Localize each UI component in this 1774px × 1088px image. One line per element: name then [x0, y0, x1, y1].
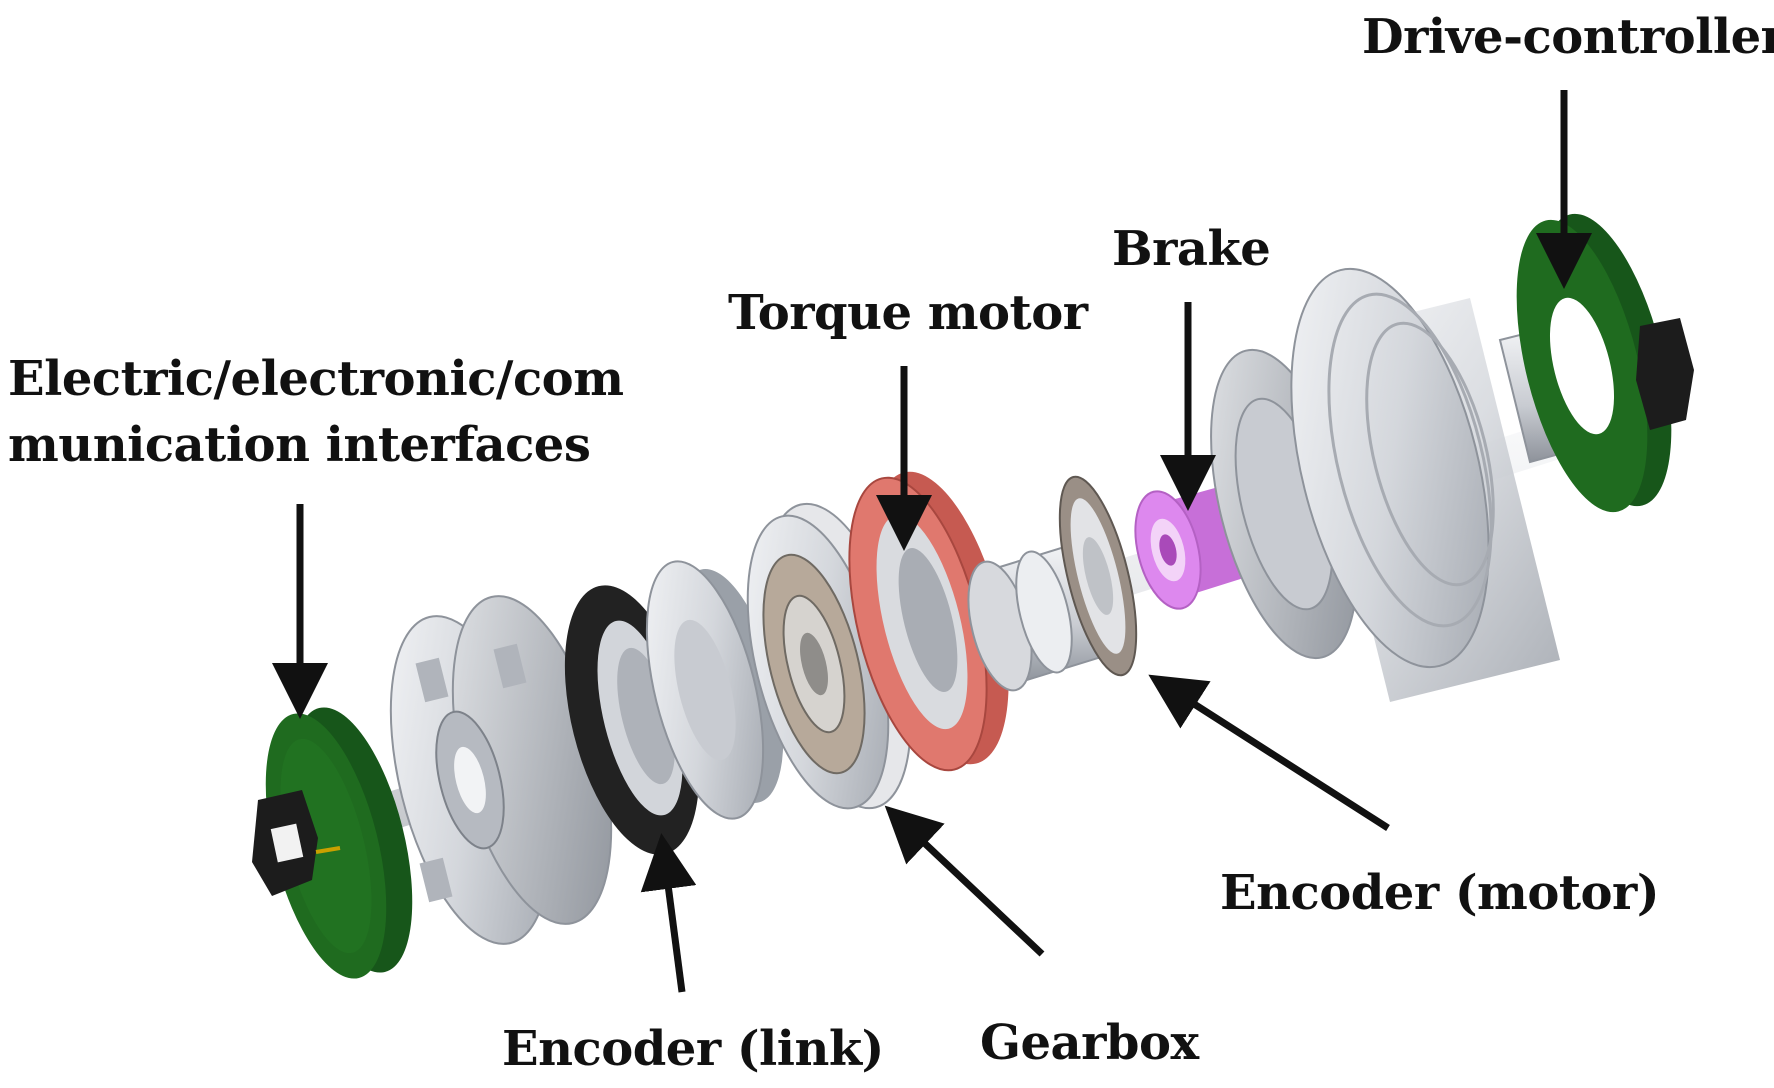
- label-encoder-motor: Encoder (motor): [1220, 865, 1660, 921]
- label-interfaces: Electric/electronic/com munication inter…: [8, 346, 624, 478]
- drive-controller-pcb: [1516, 213, 1694, 513]
- arrow-gearbox: [884, 805, 1045, 957]
- label-interfaces-line2: munication interfaces: [8, 417, 591, 473]
- motor-side-housing: [1210, 267, 1612, 702]
- label-gearbox: Gearbox: [980, 1015, 1199, 1071]
- label-interfaces-line1: Electric/electronic/com: [8, 351, 624, 407]
- label-brake: Brake: [1112, 221, 1271, 277]
- interface-pcb: [252, 707, 413, 979]
- label-torque-motor: Torque motor: [728, 285, 1088, 341]
- arrow-encoder-link: [640, 833, 697, 993]
- label-encoder-link: Encoder (link): [502, 1021, 884, 1077]
- label-drive-controller: Drive-controller: [1362, 9, 1774, 65]
- motor-encoder-disc: [1058, 475, 1138, 677]
- arrow-encoder-motor: [1148, 674, 1390, 831]
